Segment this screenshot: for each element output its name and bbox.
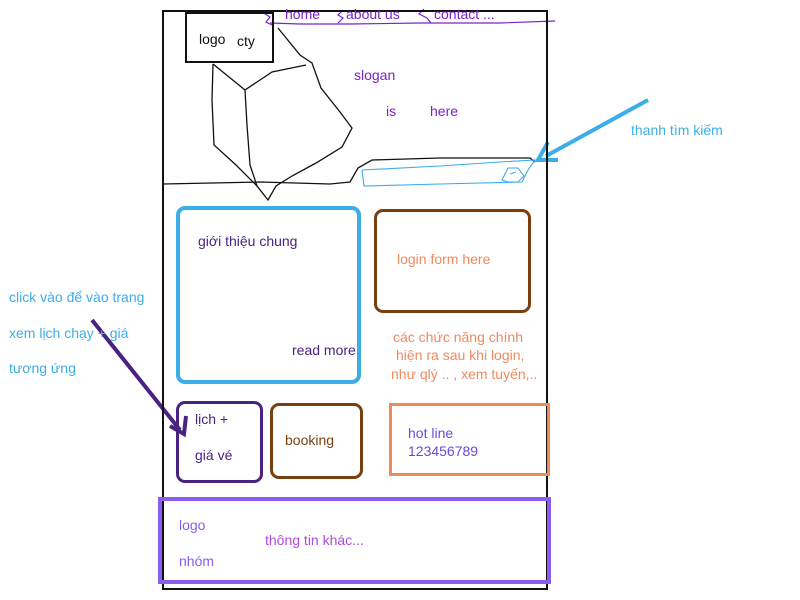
nav-divider-1 bbox=[261, 11, 273, 26]
logo-text: logo bbox=[199, 31, 226, 47]
hotline-number[interactable]: 123456789 bbox=[408, 443, 479, 459]
intro-panel[interactable] bbox=[176, 206, 361, 384]
search-icon bbox=[501, 167, 525, 183]
nav-divider-2 bbox=[337, 9, 344, 24]
hotline-panel bbox=[389, 403, 550, 476]
nav-about-link[interactable]: about us bbox=[346, 6, 400, 22]
search-annotation: thanh tìm kiếm bbox=[631, 122, 723, 138]
search-arrow-shaft bbox=[545, 98, 649, 158]
page-frame bbox=[162, 10, 548, 590]
intro-title: giới thiệu chung bbox=[198, 233, 298, 249]
login-note-line-3: như qlý .. , xem tuyến,.. bbox=[391, 366, 538, 382]
schedule-label-line-2: giá vé bbox=[195, 447, 233, 463]
nav-contact-link[interactable]: contact ... bbox=[434, 6, 495, 22]
hero-sketch-link bbox=[212, 63, 246, 91]
search-arrow-head bbox=[534, 141, 558, 162]
hotline-label: hot line bbox=[408, 425, 454, 441]
click-annotation-line-1: click vào để vào trang bbox=[9, 289, 145, 305]
search-bar-sketch bbox=[361, 159, 537, 187]
click-annotation-line-3: tương ứng bbox=[9, 360, 76, 376]
login-form-panel[interactable] bbox=[374, 209, 531, 313]
booking-button[interactable] bbox=[270, 403, 363, 479]
login-note-line-2: hiện ra sau khi login, bbox=[396, 347, 525, 363]
company-logo[interactable] bbox=[185, 12, 274, 63]
click-arrow-head bbox=[169, 415, 188, 438]
click-arrow-shaft bbox=[90, 318, 182, 432]
nav-home-link[interactable]: home bbox=[285, 6, 321, 22]
read-more-link[interactable]: read more bbox=[292, 342, 356, 358]
slogan-is: is bbox=[386, 103, 397, 119]
schedule-price-button[interactable] bbox=[176, 401, 263, 483]
footer-logo-text: logo bbox=[179, 517, 206, 533]
login-note-line-1: các chức năng chính bbox=[393, 329, 524, 345]
click-annotation-line-2: xem lịch chạy + giá bbox=[9, 325, 129, 341]
logo-company-text: cty bbox=[237, 33, 255, 49]
hero-sketch-inner bbox=[211, 63, 258, 187]
hero-sketch-outline bbox=[244, 27, 353, 202]
hero-sketch-ground bbox=[162, 157, 536, 185]
footer-other-info: thông tin khác... bbox=[265, 532, 364, 548]
footer-panel bbox=[158, 497, 551, 584]
slogan-line-1: slogan bbox=[354, 67, 396, 83]
schedule-label-line-1: lịch + bbox=[195, 411, 229, 427]
booking-label: booking bbox=[285, 432, 335, 448]
footer-group-text: nhóm bbox=[179, 553, 215, 569]
login-form-label: login form here bbox=[397, 251, 491, 267]
nav-sketch-line bbox=[269, 20, 556, 25]
slogan-here: here bbox=[430, 103, 459, 119]
